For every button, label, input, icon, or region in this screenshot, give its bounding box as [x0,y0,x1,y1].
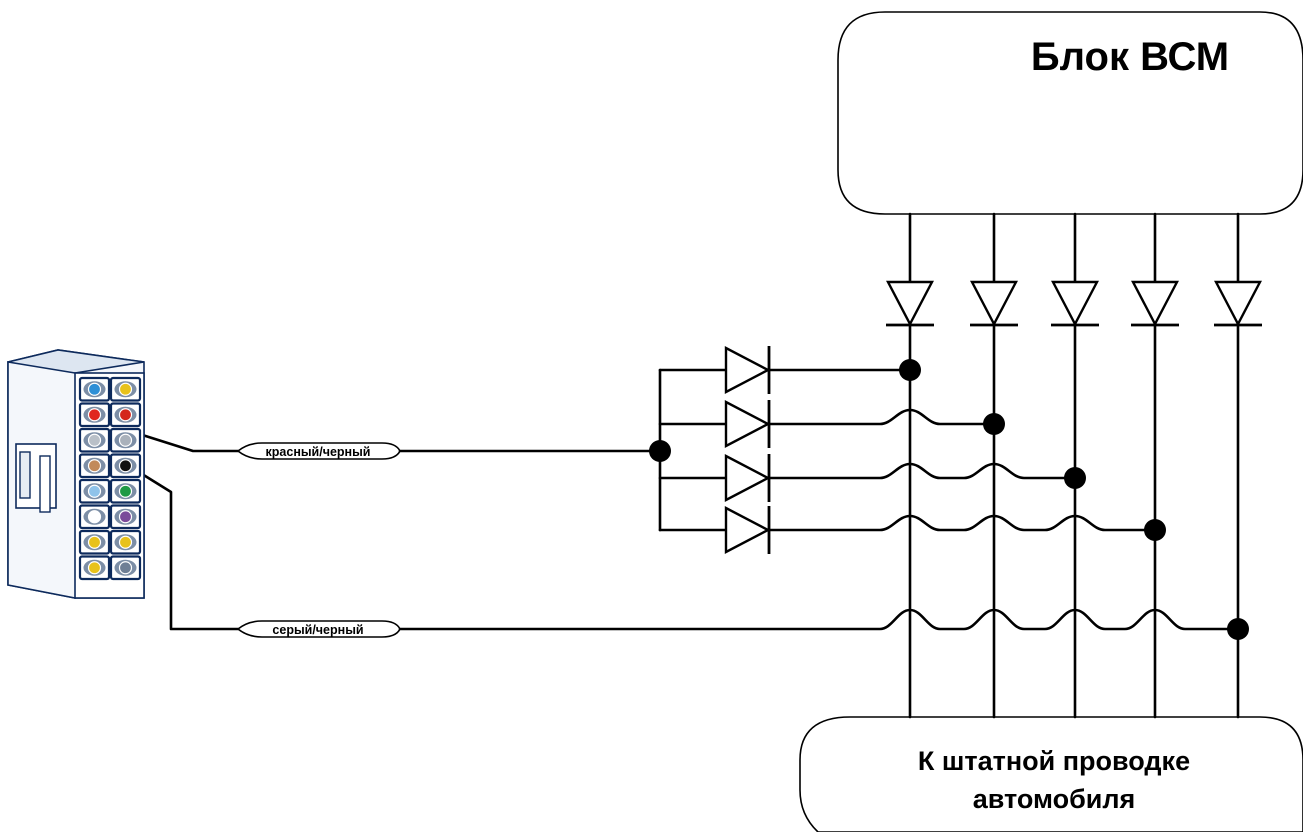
connector-pin [87,408,102,422]
branch-diode-2 [724,400,771,448]
connector-pin [87,535,102,549]
connector-pin [118,510,133,524]
red-black-wire-label: красный/черный [236,442,401,460]
connector-pin [118,433,133,447]
grey-black-wire-label: серый/черный [236,620,401,638]
connector-pin [87,561,102,575]
connector-pin [87,510,102,524]
connector-pin [118,561,133,575]
connector [7,349,145,599]
junction-dot-3 [1064,467,1086,489]
connector-pin [118,459,133,473]
vehicle-wiring-label-line2: автомобиля [973,784,1136,814]
connector-pin [118,382,133,396]
branch-diode-3 [724,454,771,502]
junction-dot-5 [1227,618,1249,640]
branch-diode-1 [724,346,771,394]
branch-wire-3 [658,462,1077,480]
connector-pin [87,433,102,447]
connector-pin [87,484,102,498]
connector-pin [118,408,133,422]
connector-pin-grid [78,376,142,581]
svg-text:серый/черный: серый/черный [272,623,363,637]
connector-pin [87,382,102,396]
grey-black-wire-bus [398,608,1240,631]
connector-latch [15,443,57,513]
bcm-block [837,11,1303,215]
branch-wire-2 [658,408,996,426]
vertical-diode-1 [886,280,934,327]
branch-diode-4 [724,506,771,554]
vertical-diode-3 [1051,280,1099,327]
connector-pin [118,484,133,498]
junction-dot-2 [983,413,1005,435]
vehicle-wiring-block [799,716,1303,832]
branch-wire-4 [658,514,1157,532]
vertical-diode-4 [1131,280,1179,327]
svg-text:красный/черный: красный/черный [266,445,371,459]
vehicle-wiring-label-line1: К штатной проводке [918,746,1190,776]
vertical-diode-5 [1214,280,1262,327]
connector-pin [118,535,133,549]
junction-dot-4 [1144,519,1166,541]
bcm-label: Блок ВСМ [1031,35,1229,79]
vertical-diode-2 [970,280,1018,327]
junction-dot-1 [899,359,921,381]
connector-pin [87,459,102,473]
